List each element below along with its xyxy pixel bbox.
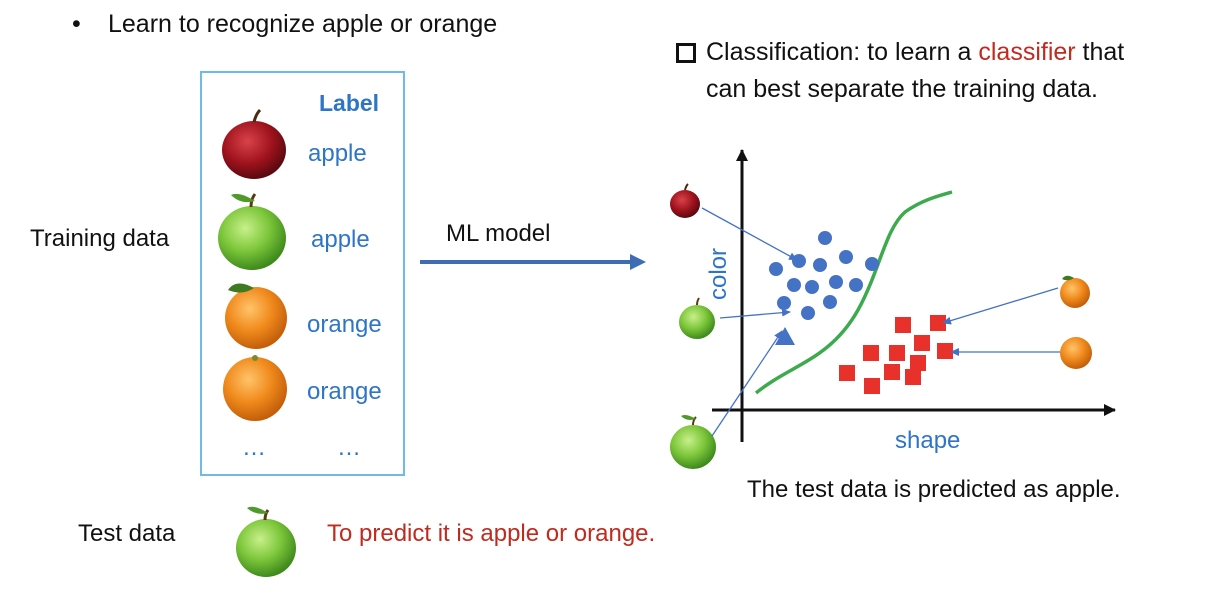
apple-point [801, 306, 815, 320]
apple-point [839, 250, 853, 264]
test-data-label: Test data [78, 520, 176, 547]
apple-point [865, 257, 879, 271]
classification-suffix: that [1075, 38, 1125, 66]
training-label-2: apple [311, 226, 370, 253]
green-apple-icon [218, 193, 286, 270]
apple-point [849, 278, 863, 292]
apple-point [818, 231, 832, 245]
test-point-triangle [775, 327, 795, 345]
arrow-test-apple [711, 330, 783, 437]
test-green-apple-icon [236, 506, 296, 577]
orange-point [889, 345, 905, 361]
classification-description: Classification: to learn a classifier th… [706, 34, 1124, 108]
apple-point [769, 262, 783, 276]
apple-point [787, 278, 801, 292]
orange-point [839, 365, 855, 381]
orange-point [930, 315, 946, 331]
apple-point [792, 254, 806, 268]
red-apple-icon [222, 108, 286, 179]
orange-icon [1060, 337, 1092, 369]
orange-point [863, 345, 879, 361]
orange-point [914, 335, 930, 351]
bullet-marker: • [72, 10, 81, 38]
ellipsis-right: … [337, 434, 361, 461]
orange-point [910, 355, 926, 371]
apple-point [823, 295, 837, 309]
apple-point [829, 275, 843, 289]
classification-line2: can best separate the training data. [706, 75, 1098, 103]
orange-point [905, 369, 921, 385]
red-apple-icon [670, 183, 700, 218]
green-apple-icon [670, 415, 716, 469]
apple-point [813, 258, 827, 272]
checkbox-icon [676, 43, 696, 63]
orange-point [884, 364, 900, 380]
classifier-highlight: classifier [978, 38, 1076, 66]
apple-point [777, 296, 791, 310]
orange-icon [225, 283, 287, 349]
apple-point [805, 280, 819, 294]
ml-model-label: ML model [446, 220, 551, 247]
orange-point [895, 317, 911, 333]
orange-icon [223, 355, 287, 421]
arrow-green-apple [719, 308, 791, 319]
training-label-1: apple [308, 140, 367, 167]
intro-bullet: • Learn to recognize apple or orange [72, 10, 497, 39]
arrow-orange-1 [942, 287, 1059, 325]
classification-prefix: Classification: to learn a [706, 38, 979, 66]
intro-text: Learn to recognize apple or orange [108, 10, 498, 38]
orange-point [937, 343, 953, 359]
training-data-box [200, 71, 405, 476]
ellipsis-left: … [242, 434, 266, 461]
training-label-3: orange [307, 311, 382, 338]
prediction-prompt: To predict it is apple or orange. [327, 520, 656, 547]
decision-boundary [754, 190, 953, 395]
ml-model-arrow [420, 254, 646, 270]
training-data-label: Training data [30, 225, 170, 252]
orange-icon [1060, 275, 1090, 308]
green-apple-icon [679, 297, 715, 339]
apple-cluster [769, 231, 879, 320]
orange-point [864, 378, 880, 394]
x-axis-label: shape [895, 427, 961, 454]
label-header: Label [319, 90, 380, 116]
mapping-arrows [701, 207, 1060, 437]
arrow-red-apple [701, 207, 798, 261]
prediction-caption: The test data is predicted as apple. [747, 476, 1121, 503]
orange-cluster [839, 315, 953, 394]
training-label-4: orange [307, 378, 382, 405]
